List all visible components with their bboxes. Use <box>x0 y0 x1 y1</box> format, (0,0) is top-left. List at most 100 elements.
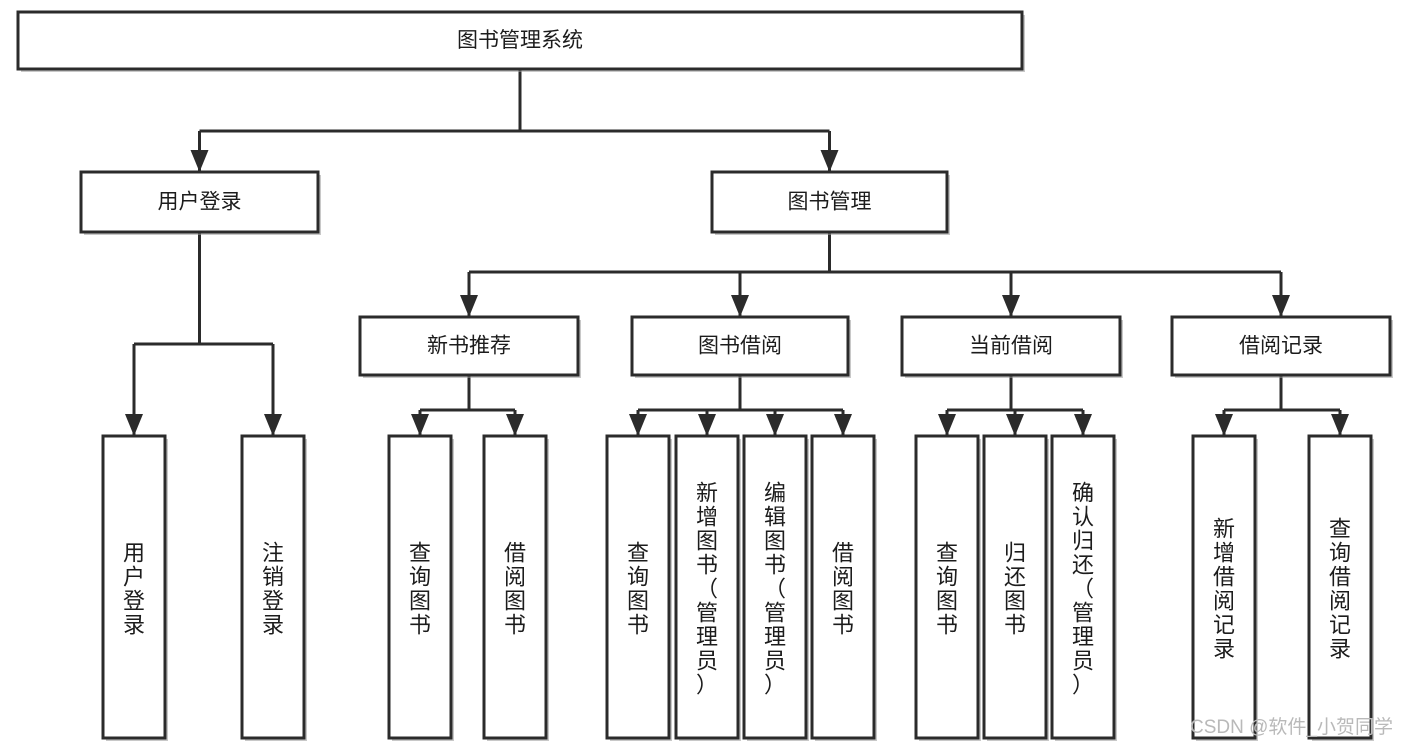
node-leaf-edit-book-admin-box[interactable] <box>742 434 808 740</box>
svg-text:书: 书 <box>627 613 649 638</box>
arrow-head-icon <box>460 295 478 317</box>
svg-text:书: 书 <box>504 613 526 638</box>
node-leaf-query-record-box[interactable] <box>1307 434 1373 740</box>
node-leaf-user-login-box[interactable] <box>101 434 167 740</box>
node-user-login-box[interactable] <box>79 170 320 234</box>
svg-text:阅: 阅 <box>1213 589 1235 614</box>
svg-text:新: 新 <box>1213 517 1235 542</box>
node-leaf-add-book-admin-box[interactable] <box>674 434 740 740</box>
connector-group-book-management <box>460 232 1290 317</box>
svg-text:新: 新 <box>696 481 718 506</box>
node-leaf-query-book-2-box[interactable] <box>605 434 671 740</box>
node-layer: 图书管理系统用户登录图书管理新书推荐图书借阅当前借阅借阅记录用户登录注销登录查询… <box>16 10 1393 741</box>
svg-text:阅: 阅 <box>832 565 854 590</box>
svg-text:阅: 阅 <box>1329 589 1351 614</box>
arrow-head-icon <box>1006 414 1024 436</box>
node-book-management-label: 图书管理 <box>788 191 872 214</box>
node-leaf-borrow-book-2-box[interactable] <box>810 434 876 740</box>
node-leaf-add-record-box[interactable] <box>1191 434 1257 740</box>
svg-text:录: 录 <box>1329 637 1351 662</box>
node-leaf-borrow-book-1-box[interactable] <box>482 434 548 740</box>
node-leaf-user-login[interactable]: 用户登录 <box>101 434 168 741</box>
arrow-head-icon <box>698 414 716 436</box>
arrow-head-icon <box>1215 414 1233 436</box>
arrow-head-icon <box>125 414 143 436</box>
svg-text:员: 员 <box>764 649 786 674</box>
arrow-head-icon <box>938 414 956 436</box>
arrow-head-icon <box>1272 295 1290 317</box>
svg-text:编: 编 <box>764 481 786 506</box>
node-leaf-confirm-return-box[interactable] <box>1050 434 1116 740</box>
svg-text:图: 图 <box>1004 589 1026 614</box>
node-current-borrow-box[interactable] <box>900 315 1122 377</box>
node-current-borrow[interactable]: 当前借阅 <box>900 315 1123 378</box>
node-leaf-query-book-3-box[interactable] <box>914 434 980 740</box>
node-new-book-recommend-box[interactable] <box>358 315 580 377</box>
svg-text:员: 员 <box>696 649 718 674</box>
node-root[interactable]: 图书管理系统 <box>16 10 1025 72</box>
node-borrow-record[interactable]: 借阅记录 <box>1170 315 1393 378</box>
svg-text:书: 书 <box>1004 613 1026 638</box>
svg-text:归: 归 <box>1072 529 1094 554</box>
node-book-borrow-label: 图书借阅 <box>698 335 782 358</box>
node-leaf-logout-box[interactable] <box>240 434 306 740</box>
node-user-login[interactable]: 用户登录 <box>79 170 321 235</box>
svg-text:增: 增 <box>696 505 718 530</box>
connector-group-root <box>190 69 839 172</box>
arrow-head-icon <box>1331 414 1349 436</box>
svg-text:图: 图 <box>764 529 786 554</box>
node-book-management-box[interactable] <box>710 170 949 234</box>
svg-text:还: 还 <box>1004 565 1026 590</box>
node-new-book-recommend-label: 新书推荐 <box>427 335 511 358</box>
node-root-box[interactable] <box>16 10 1024 71</box>
arrow-head-icon <box>629 414 647 436</box>
svg-text:（: （ <box>1072 577 1094 602</box>
node-book-management[interactable]: 图书管理 <box>710 170 950 235</box>
svg-text:借: 借 <box>832 541 854 566</box>
node-book-borrow-box[interactable] <box>630 315 850 377</box>
arrow-head-icon <box>1074 414 1092 436</box>
svg-text:户: 户 <box>123 565 145 590</box>
arrow-head-icon <box>264 414 282 436</box>
node-book-borrow[interactable]: 图书借阅 <box>630 315 851 378</box>
svg-text:图: 图 <box>696 529 718 554</box>
arrow-head-icon <box>190 150 209 172</box>
node-borrow-record-box[interactable] <box>1170 315 1392 377</box>
svg-text:记: 记 <box>1329 613 1351 638</box>
svg-text:理: 理 <box>696 625 718 650</box>
svg-text:员: 员 <box>1072 649 1094 674</box>
svg-text:借: 借 <box>1213 565 1235 590</box>
svg-text:书: 书 <box>409 613 431 638</box>
svg-text:记: 记 <box>1213 613 1235 638</box>
svg-text:）: ） <box>764 673 786 698</box>
svg-text:借: 借 <box>504 541 526 566</box>
node-leaf-return-book-box[interactable] <box>982 434 1048 740</box>
svg-text:注: 注 <box>262 541 284 566</box>
node-leaf-query-book-1-box[interactable] <box>387 434 453 740</box>
node-new-book-recommend[interactable]: 新书推荐 <box>358 315 581 378</box>
svg-text:询: 询 <box>1329 541 1351 566</box>
svg-text:书: 书 <box>832 613 854 638</box>
svg-text:理: 理 <box>764 625 786 650</box>
